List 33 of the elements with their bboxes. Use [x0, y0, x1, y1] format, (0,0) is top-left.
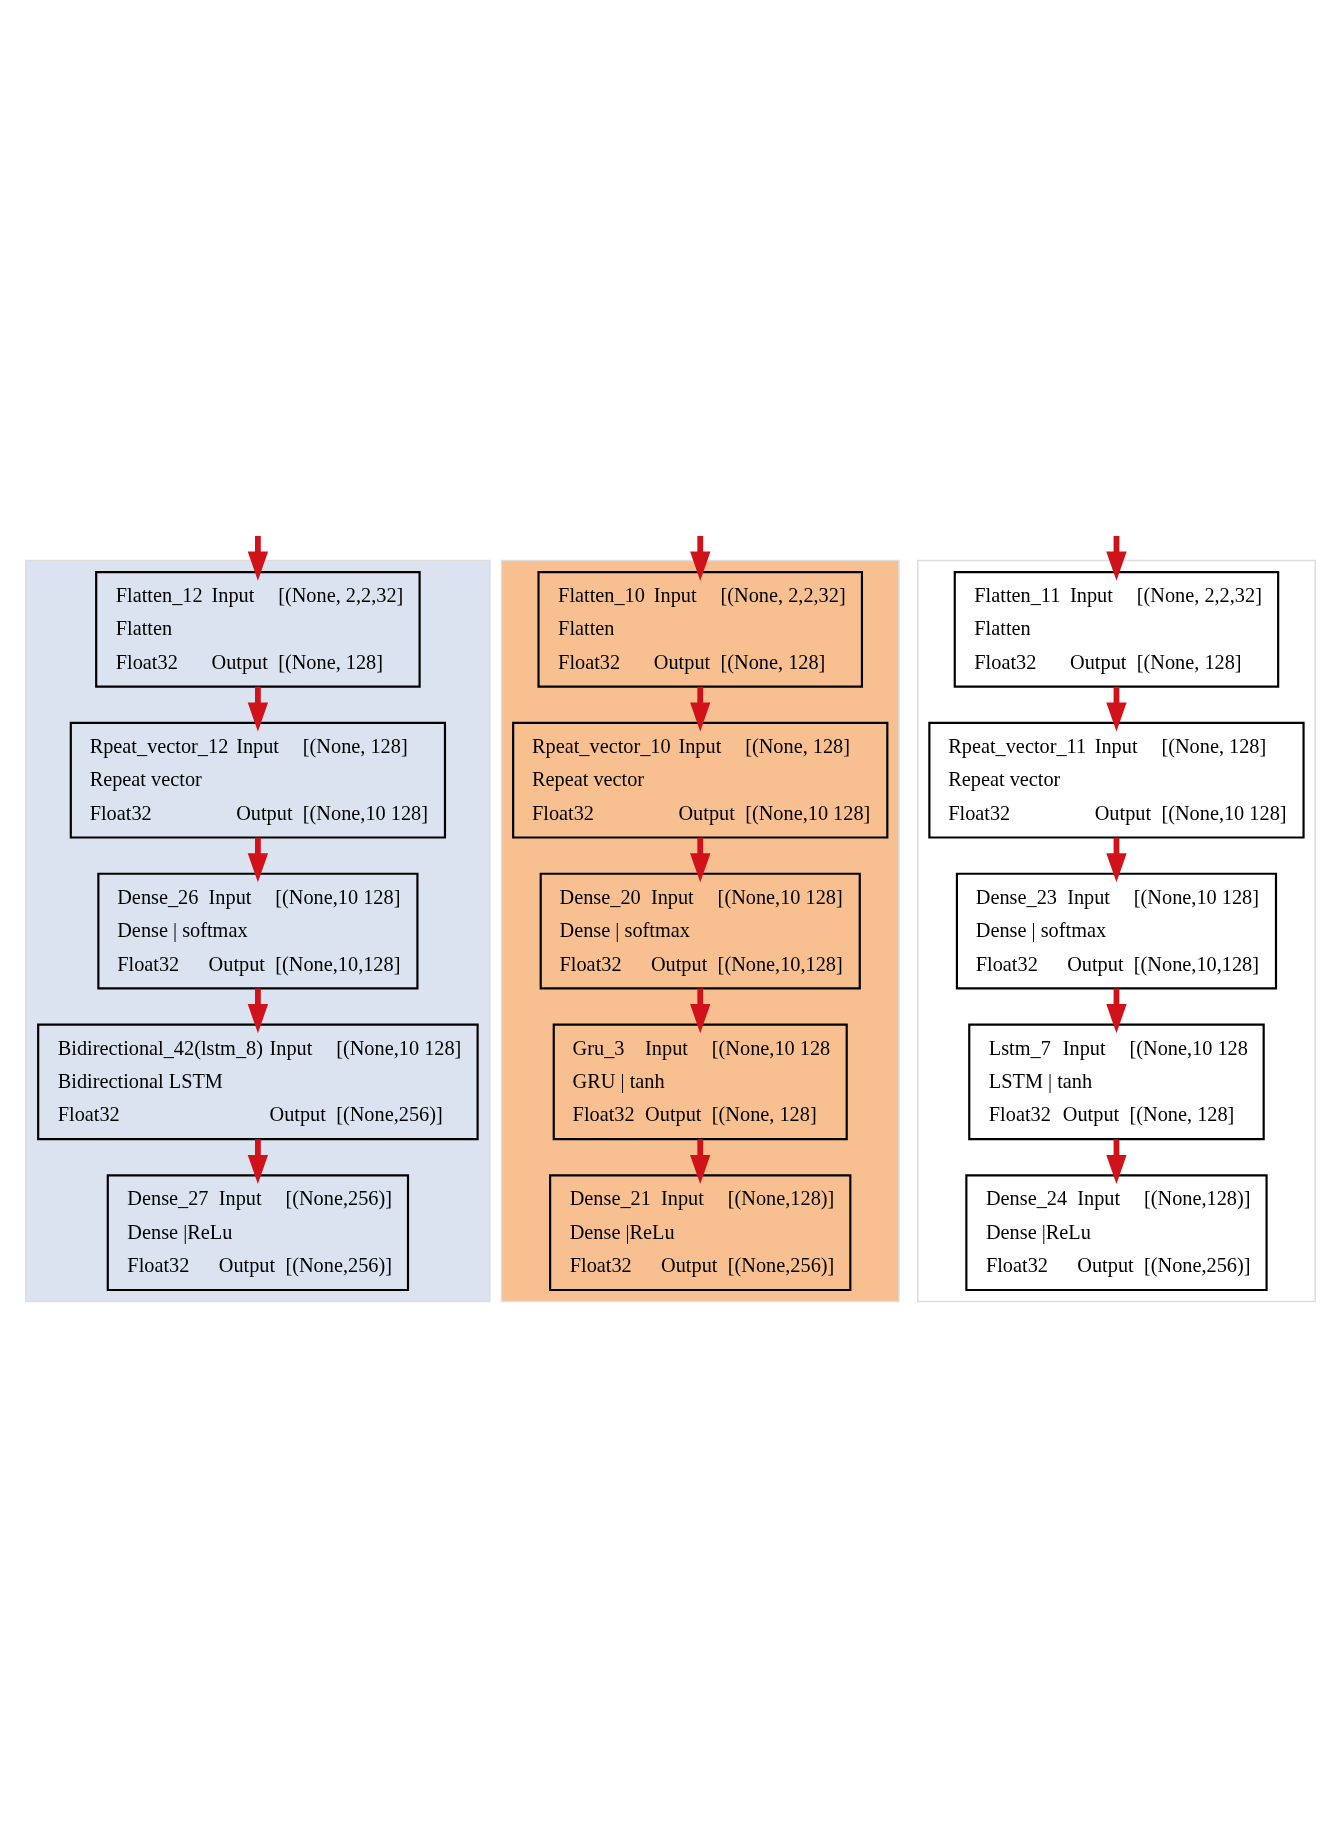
arrow [247, 535, 269, 581]
node-box: Lstm_7 Input [(None,10 128 LSTM | tanh Float32 Output [(None, 128] [968, 1023, 1265, 1141]
node-box: Dense_20 Input [(None,10 128] Dense | softmax Float32 Output [(None,10,128] [539, 872, 861, 990]
node-box: Dense_27 Input [(None,256)] Dense |ReLu Float32 Output [(None,256)] [106, 1174, 410, 1292]
node-box: Rpeat_vector_11 Input [(None, 128] Repeat vector Float32 Output [(None,10 128] [928, 721, 1305, 839]
node-box: Flatten_10 Input [(None, 2,2,32] Flatten Float32 Output [(None, 128] [537, 571, 864, 688]
node-box: Gru_3 Input [(None,10 128 GRU | tanh Float32 Output [(None, 128] [552, 1023, 848, 1141]
arrow [1106, 535, 1127, 581]
cluster [500, 559, 900, 1303]
arrow [247, 988, 269, 1034]
node-box: Dense_23 Input [(None,10 128] Dense | softmax Float32 Output [(None,10,128] [955, 872, 1278, 990]
arrow [247, 686, 269, 732]
node-box: Rpeat_vector_12 Input [(None, 128] Repeat vector Float32 Output [(None,10 128] [69, 721, 447, 839]
arrow [1106, 1139, 1127, 1185]
node-box: Bidirectional_42(lstm_8) Input [(None,10 128] Bidirectional LSTM Float32 Output [(None,256)] [37, 1023, 479, 1141]
node-box: Rpeat_vector_10 Input [(None, 128] Repeat vector Float32 Output [(None,10 128] [512, 721, 889, 839]
node-box: Dense_21 Input [(None,128)] Dense |ReLu Float32 Output [(None,256)] [549, 1174, 852, 1292]
arrow [1106, 988, 1127, 1034]
arrow [690, 1139, 711, 1185]
node-box: Dense_24 Input [(None,128)] Dense |ReLu Float32 Output [(None,256)] [965, 1174, 1268, 1292]
node-box: Dense_26 Input [(None,10 128] Dense | softmax Float32 Output [(None,10,128] [97, 872, 419, 990]
cluster [917, 559, 1316, 1303]
arrow [247, 837, 269, 883]
node-box: Flatten_11 Input [(None, 2,2,32] Flatten Float32 Output [(None, 128] [953, 571, 1280, 688]
arrow [1106, 837, 1127, 883]
arrow [690, 988, 711, 1034]
arrow [690, 686, 711, 732]
arrow [1106, 686, 1127, 732]
cluster [25, 559, 491, 1303]
arrow [690, 837, 711, 883]
arrow [247, 1139, 269, 1185]
node-box: Flatten_12 Input [(None, 2,2,32] Flatten Float32 Output [(None, 128] [95, 571, 421, 688]
arrow [690, 535, 711, 581]
